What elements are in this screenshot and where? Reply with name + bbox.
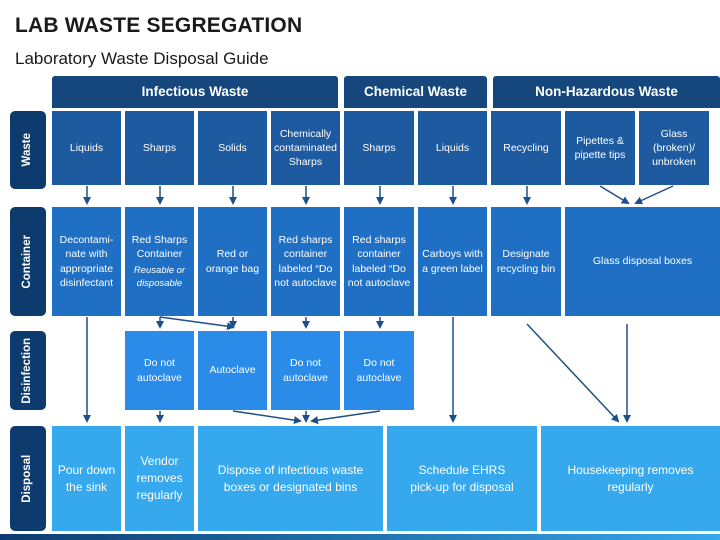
disinfection-do-not-autoclave-2: Do not autoclave bbox=[271, 331, 340, 410]
arrow-recycling-to-housekeeping bbox=[526, 323, 620, 423]
waste-glass: Glass (broken)/ unbroken bbox=[639, 111, 709, 185]
bottom-accent-bar bbox=[0, 534, 720, 540]
row-label-container-text: Container bbox=[21, 234, 34, 289]
waste-sharps-infectious: Sharps bbox=[125, 111, 194, 185]
disinfection-do-not-autoclave-1: Do not autoclave bbox=[125, 331, 194, 410]
container-recycling-bin: Designate recycling bin bbox=[491, 207, 561, 316]
waste-pipettes: Pipettes & pipette tips bbox=[565, 111, 635, 185]
disposal-ehrs-pickup: Schedule EHRS pick-up for disposal bbox=[387, 426, 537, 531]
disinfection-do-not-autoclave-3: Do not autoclave bbox=[344, 331, 414, 410]
container-red-sharps-label: Red Sharps Container bbox=[131, 233, 188, 260]
row-label-container: Container bbox=[10, 207, 46, 316]
row-label-disinfection-text: Disinfection bbox=[21, 337, 34, 404]
row-label-waste: Waste bbox=[10, 111, 46, 189]
disposal-infectious-boxes: Dispose of infectious waste boxes or des… bbox=[198, 426, 383, 531]
row-label-disinfection: Disinfection bbox=[10, 331, 46, 410]
container-decontaminate: Decontami-nate with appropriate disinfec… bbox=[52, 207, 121, 316]
arrow-sharps2-to-infectious bbox=[310, 410, 381, 425]
container-glass-disposal-boxes: Glass disposal boxes bbox=[565, 207, 720, 316]
header-chemical-waste: Chemical Waste bbox=[344, 76, 487, 108]
row-label-waste-text: Waste bbox=[21, 133, 34, 167]
container-red-orange-bag: Red or orange bag bbox=[198, 207, 267, 316]
header-non-hazardous-waste: Non-Hazardous Waste bbox=[493, 76, 720, 108]
container-red-sharps-labeled-1: Red sharps container labeled “Do not aut… bbox=[271, 207, 340, 316]
waste-liquids-infectious: Liquids bbox=[52, 111, 121, 185]
waste-chemically-contaminated-sharps: Chemically contaminated Sharps bbox=[271, 111, 340, 185]
container-carboys: Carboys with a green label bbox=[418, 207, 487, 316]
row-label-disposal: Disposal bbox=[10, 426, 46, 531]
waste-sharps-chemical: Sharps bbox=[344, 111, 414, 185]
container-red-sharps-note: Reusable or disposable bbox=[133, 264, 186, 289]
page-title: LAB WASTE SEGREGATION bbox=[15, 14, 303, 37]
disposal-pour-down-sink: Pour down the sink bbox=[52, 426, 121, 531]
arrow-sharps-to-autoclave bbox=[159, 316, 235, 331]
disinfection-autoclave: Autoclave bbox=[198, 331, 267, 410]
disposal-housekeeping: Housekeeping removes regularly bbox=[541, 426, 720, 531]
row-label-disposal-text: Disposal bbox=[21, 454, 34, 503]
waste-recycling: Recycling bbox=[491, 111, 561, 185]
container-red-sharps-labeled-2: Red sharps container labeled “Do not aut… bbox=[344, 207, 414, 316]
arrow-pipettes-to-glass bbox=[599, 185, 630, 205]
waste-solids: Solids bbox=[198, 111, 267, 185]
arrow-autoclave-to-infectious bbox=[232, 410, 302, 425]
page-subtitle: Laboratory Waste Disposal Guide bbox=[15, 49, 269, 68]
arrow-glass-to-glass bbox=[634, 185, 674, 205]
container-red-sharps: Red Sharps Container Reusable or disposa… bbox=[125, 207, 194, 316]
header-infectious-waste: Infectious Waste bbox=[52, 76, 338, 108]
disposal-vendor-removes: Vendor removes regularly bbox=[125, 426, 194, 531]
waste-liquids-chemical: Liquids bbox=[418, 111, 487, 185]
